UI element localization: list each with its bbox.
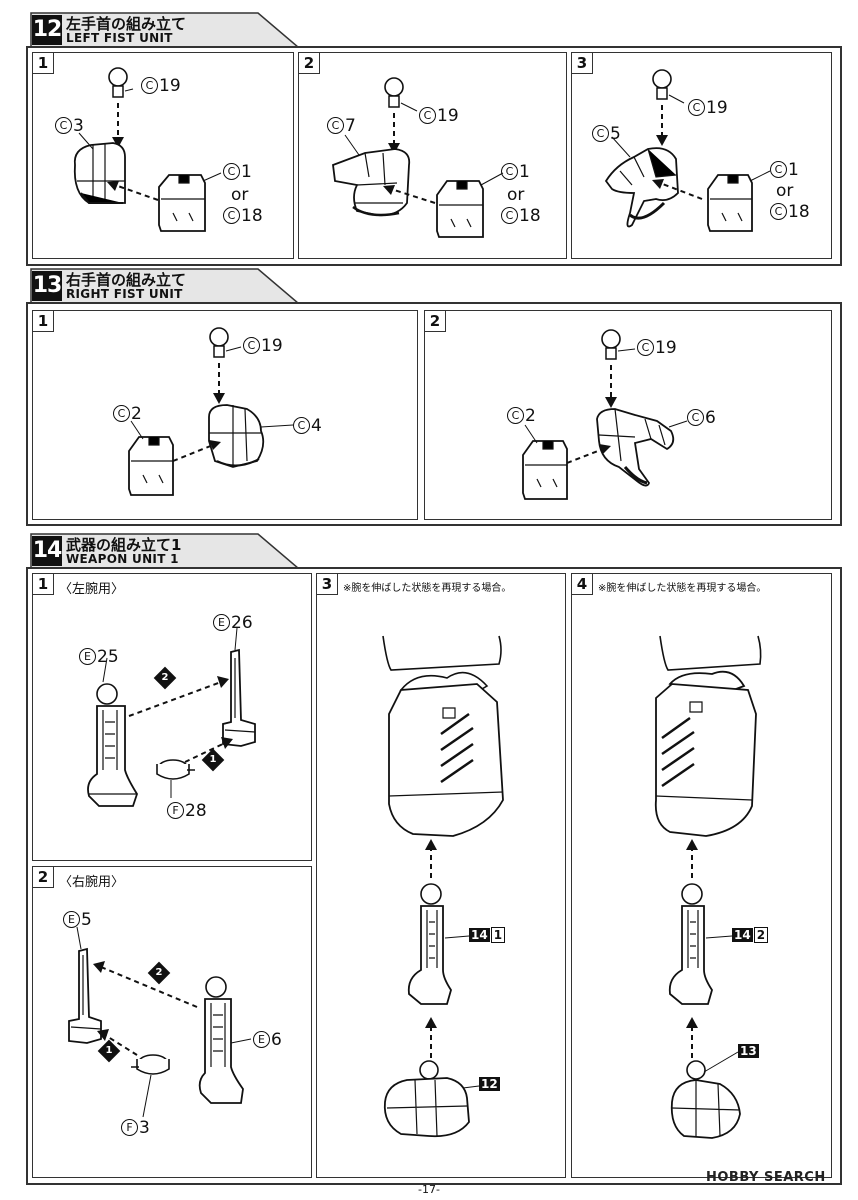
sequence-marker-1: 1: [97, 1039, 121, 1063]
section-title-en: WEAPON UNIT 1: [66, 552, 179, 566]
panel-number: 3: [572, 53, 593, 74]
page-number: -17-: [418, 1183, 440, 1196]
parts-illustration: [128, 327, 294, 496]
panel-note: ※腕を伸ばした状態を再現する場合。: [343, 583, 512, 594]
panel-number: 2: [425, 311, 446, 332]
sequence-marker-2: 2: [153, 666, 177, 690]
parts-illustration: [87, 627, 256, 807]
sequence-marker-2: 2: [147, 961, 171, 985]
parts-illustration: [73, 67, 222, 232]
watermark: HOBBY SEARCH: [706, 1170, 826, 1185]
panel-number: 3: [317, 574, 338, 595]
section-14-header: 14 武器の組み立て1 WEAPON UNIT 1: [30, 533, 300, 569]
parts-illustration: [604, 69, 771, 232]
step-number-badge: 13: [32, 271, 62, 301]
sequence-marker-1: 1: [201, 748, 225, 772]
panel-sub-label: 〈右腕用〉: [59, 875, 125, 890]
panel-number: 2: [299, 53, 320, 74]
parts-illustration: [382, 635, 504, 1138]
section-12-header: 12 左手首の組み立て LEFT FIST UNIT: [30, 12, 300, 48]
section-title-jp: 左手首の組み立て: [66, 15, 187, 33]
parts-illustration: [654, 635, 762, 1139]
parts-illustration: [332, 77, 504, 238]
or-label: or: [776, 181, 794, 201]
panel-number: 1: [33, 311, 54, 332]
section-title-jp: 右手首の組み立て: [66, 271, 187, 289]
section-title-jp: 武器の組み立て1: [66, 536, 182, 554]
step-number-badge: 14: [32, 536, 62, 566]
step-number-badge: 12: [32, 15, 62, 45]
panel-number: 1: [33, 574, 54, 595]
section-title-en: RIGHT FIST UNIT: [66, 287, 183, 301]
panel-sub-label: 〈左腕用〉: [59, 582, 125, 597]
section-13-header: 13 右手首の組み立て RIGHT FIST UNIT: [30, 268, 300, 304]
panel-number: 4: [572, 574, 593, 595]
panel-note: ※腕を伸ばした状態を再現する場合。: [598, 583, 767, 594]
reference-label-12: 12: [479, 1077, 500, 1091]
reference-label-13: 13: [738, 1044, 759, 1058]
panel-number: 1: [33, 53, 54, 74]
panel-number: 2: [33, 867, 54, 888]
or-label: or: [507, 185, 525, 205]
parts-illustration: [522, 329, 688, 500]
parts-illustration: [68, 926, 252, 1118]
section-title-en: LEFT FIST UNIT: [66, 31, 173, 45]
or-label: or: [231, 185, 249, 205]
